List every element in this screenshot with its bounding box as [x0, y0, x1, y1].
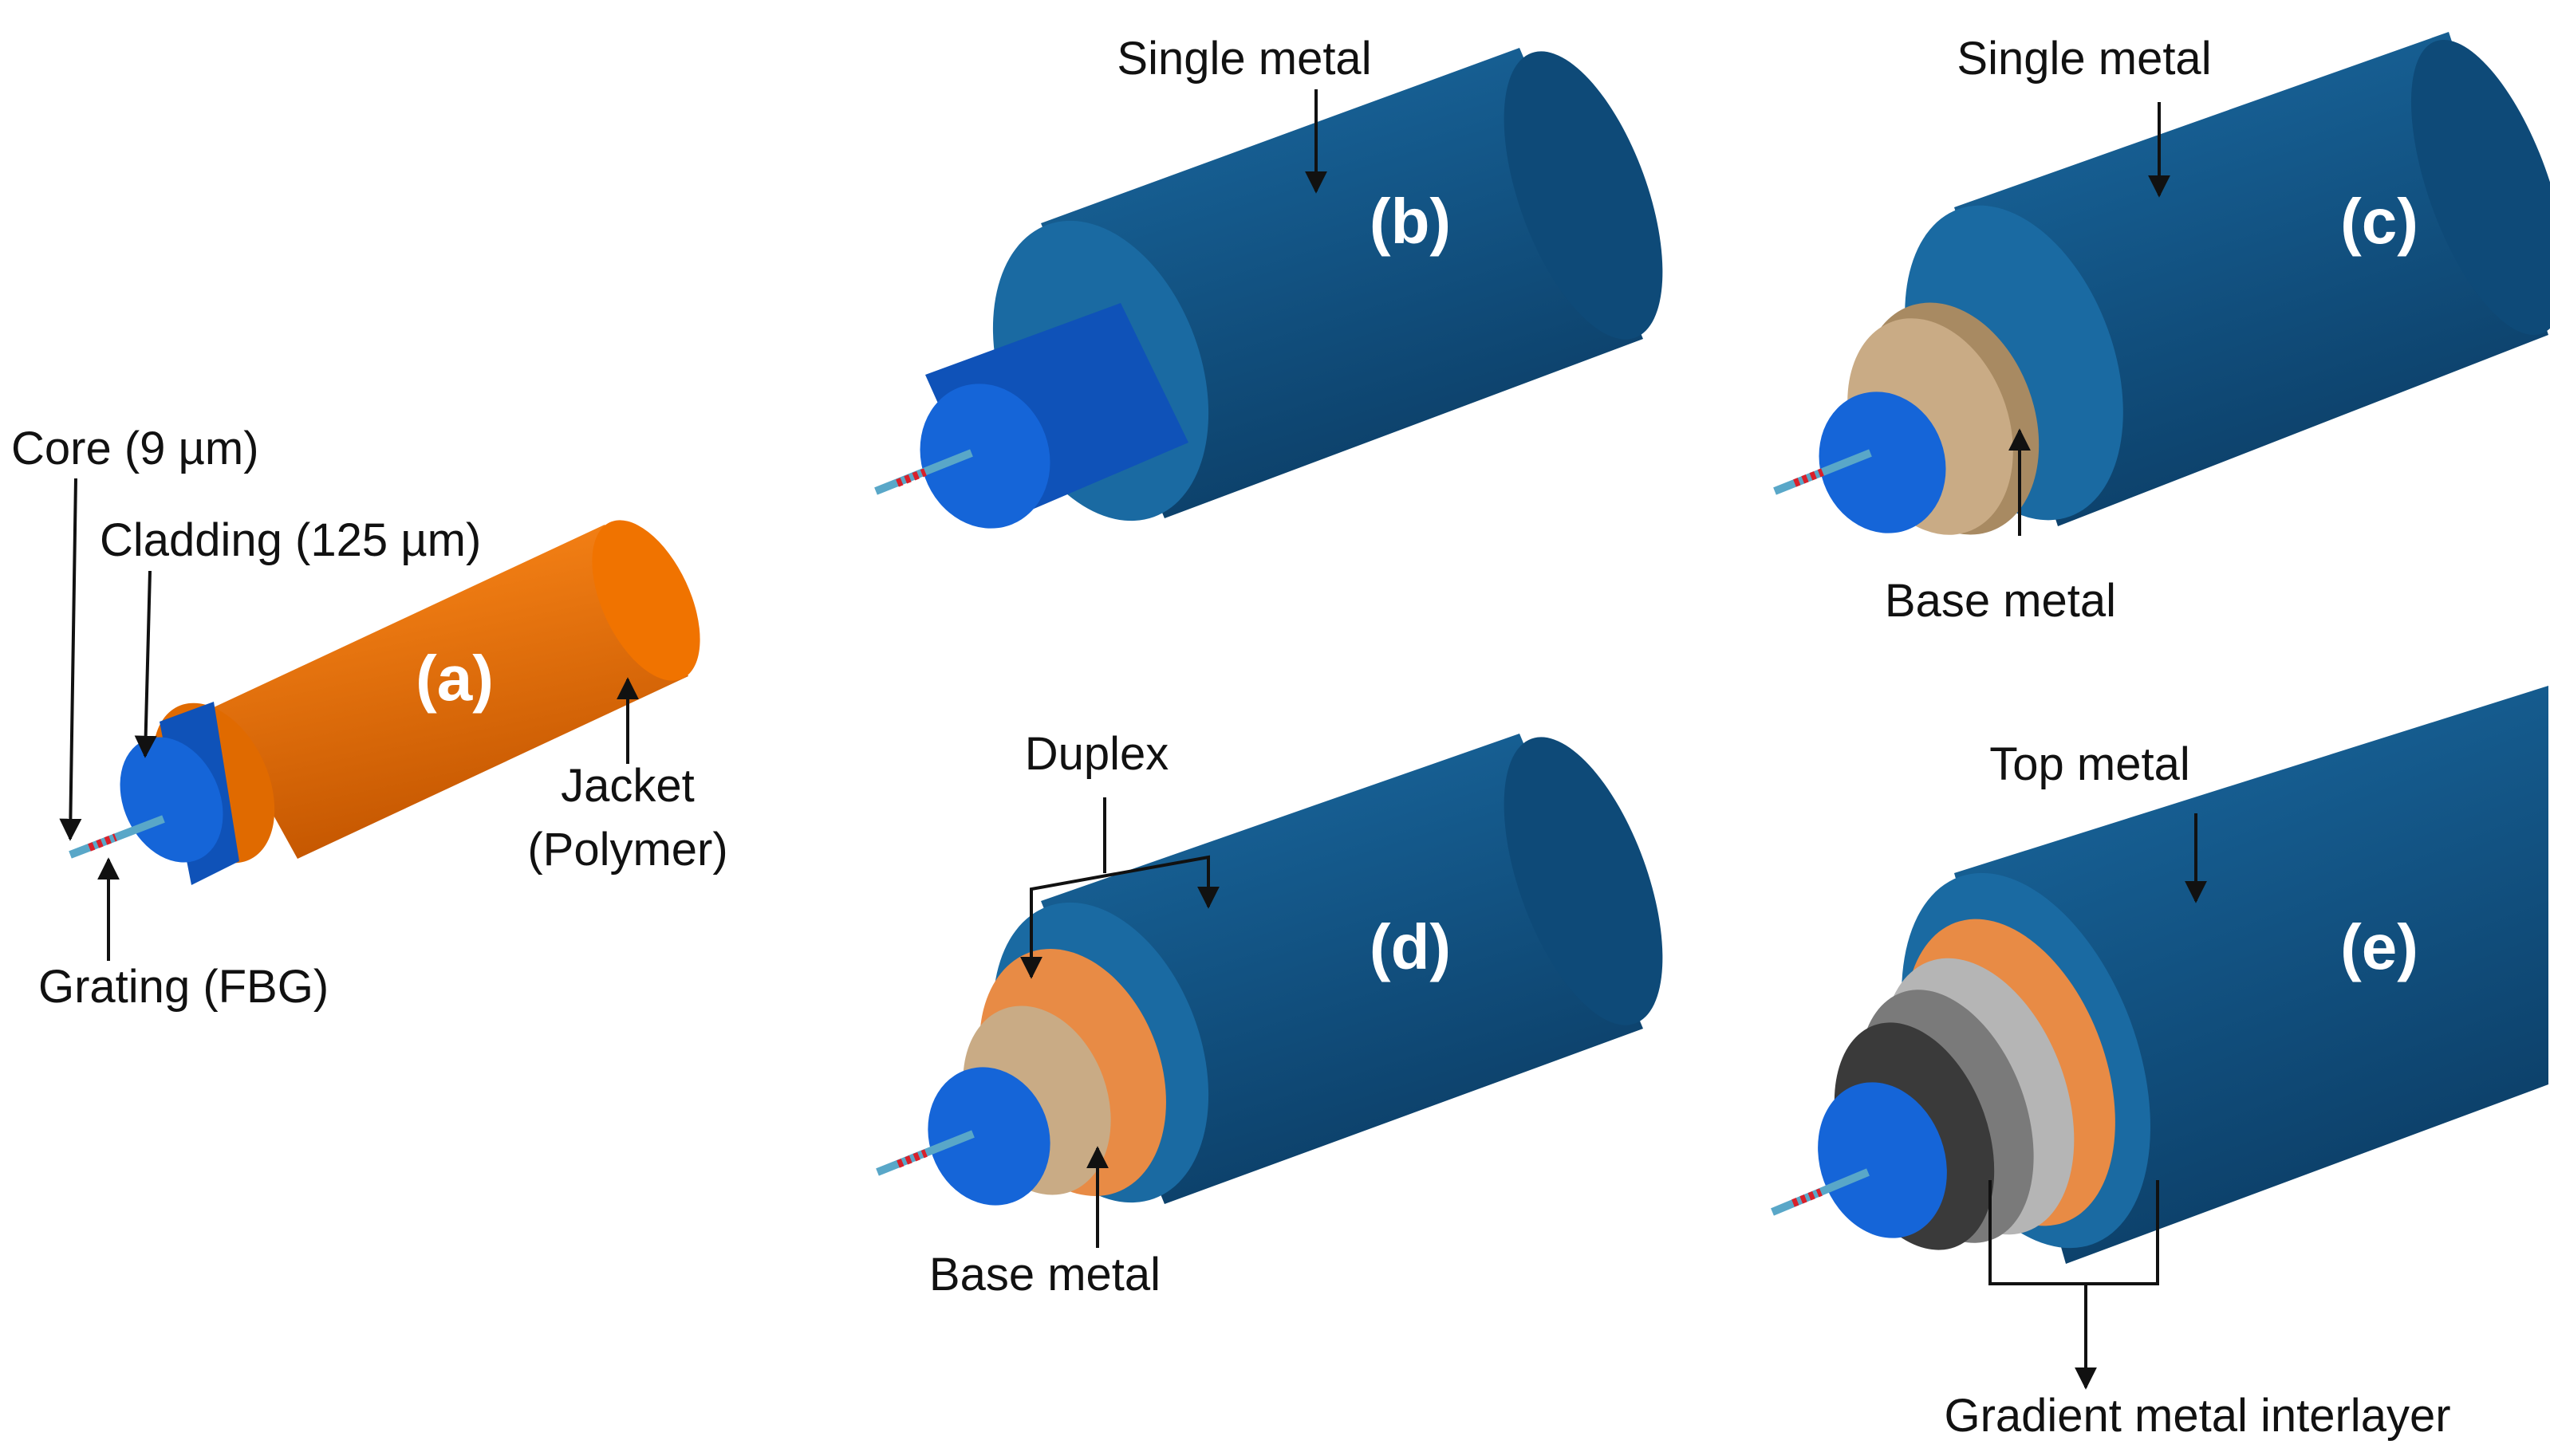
single-metal-label: Single metal: [1117, 33, 1371, 85]
cladding-end-face: [1818, 1082, 1947, 1238]
metal-far-end: [1504, 51, 1663, 340]
jacket-label: Jacket: [561, 760, 695, 812]
cladding-arrow: [134, 570, 157, 758]
duplex-label: Duplex: [1025, 728, 1169, 780]
cladding-end-face: [920, 384, 1050, 529]
gradient-bracket: [1988, 1180, 2159, 1285]
core-label: Core (9 µm): [11, 423, 259, 474]
panel-label: (e): [2340, 911, 2418, 982]
grating-label: Grating (FBG): [38, 961, 329, 1013]
core-arrow: [59, 478, 82, 841]
gradient-label: Gradient metal interlayer: [1944, 1390, 2450, 1442]
panel-d: (d) Duplex Base metal: [876, 728, 1663, 1301]
base-metal-label: Base metal: [1885, 575, 2116, 627]
fiber-core: [69, 815, 165, 859]
cladding-end-face: [928, 1067, 1050, 1206]
metal-far-end: [2410, 39, 2550, 336]
panel-e: (e) Top metal Gradient metal interlayer: [1771, 686, 2548, 1442]
panel-c: (c) Single metal Base metal: [1773, 32, 2550, 627]
cladding-end-face: [120, 737, 223, 863]
panel-label: (d): [1370, 911, 1451, 982]
jacket-far-end: [592, 520, 700, 681]
top-metal-label: Top metal: [1989, 738, 2189, 790]
cladding-label: Cladding (125 µm): [100, 514, 481, 566]
jacket-label-2: (Polymer): [527, 824, 727, 876]
single-metal-label: Single metal: [1957, 33, 2211, 85]
metal-far-end: [1504, 737, 1663, 1025]
panel-a: (a) Core (9 µm) Cladding (125 µm) Jacket…: [11, 423, 728, 1013]
panel-label: (b): [1370, 186, 1451, 257]
jacket-body: [214, 525, 688, 859]
panel-b: (b) Single metal: [874, 33, 1663, 529]
panel-label: (a): [416, 643, 494, 714]
panel-label: (c): [2340, 186, 2418, 257]
base-metal-label: Base metal: [929, 1249, 1161, 1301]
cladding-end-face: [1819, 392, 1946, 533]
fbg-grating: [88, 833, 117, 852]
